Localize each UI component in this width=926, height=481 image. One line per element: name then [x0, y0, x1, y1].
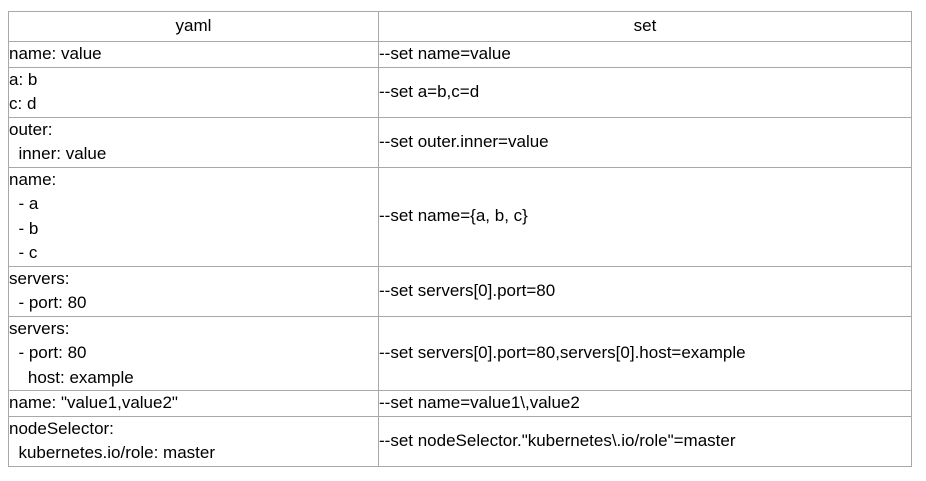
set-flag-text: --set name=value — [379, 44, 511, 63]
table-row: name: "value1,value2" --set name=value1\… — [8, 390, 912, 417]
table-row: nodeSelector: kubernetes.io/role: master… — [8, 415, 912, 467]
set-flag-text: --set servers[0].port=80,servers[0].host… — [379, 343, 746, 362]
set-cell: --set name=value1\,value2 — [378, 390, 912, 417]
set-cell: --set name=value — [378, 41, 912, 68]
set-flag-text: --set outer.inner=value — [379, 131, 549, 151]
yaml-cell: name: value — [8, 41, 379, 68]
yaml-set-comparison-table: yaml set name: value --set name=value a:… — [8, 11, 912, 467]
yaml-cell: name: - a - b - c — [8, 166, 379, 267]
yaml-code: a: b c: d — [9, 69, 38, 114]
column-header-set: set — [378, 11, 912, 42]
set-flag-text: --set name={a, b, c} — [379, 206, 528, 226]
yaml-code: nodeSelector: kubernetes.io/role: master — [9, 418, 215, 463]
set-flag-text: --set servers[0].port=80 — [379, 280, 556, 300]
yaml-cell: a: b c: d — [8, 66, 379, 118]
yaml-cell: nodeSelector: kubernetes.io/role: master — [8, 415, 379, 467]
table-body: name: value --set name=value a: b c: d -… — [8, 41, 912, 467]
yaml-cell: name: "value1,value2" — [8, 390, 379, 417]
yaml-set-comparison-table-wrapper: yaml set name: value --set name=value a:… — [8, 11, 912, 467]
column-header-yaml: yaml — [8, 11, 379, 42]
yaml-code: name: "value1,value2" — [9, 393, 178, 412]
table-header-row: yaml set — [8, 11, 912, 42]
set-cell: --set servers[0].port=80 — [378, 265, 912, 317]
yaml-code: outer: inner: value — [9, 119, 107, 164]
yaml-code: name: value — [9, 44, 102, 63]
set-cell: --set a=b,c=d — [378, 66, 912, 118]
yaml-code: servers: - port: 80 — [9, 268, 87, 313]
yaml-cell: outer: inner: value — [8, 116, 379, 168]
set-flag-text: --set name=value1\,value2 — [379, 393, 580, 412]
table-header: yaml set — [8, 11, 912, 42]
set-cell: --set servers[0].port=80,servers[0].host… — [378, 315, 912, 391]
table-row: servers: - port: 80 host: example --set … — [8, 315, 912, 391]
yaml-cell: servers: - port: 80 — [8, 265, 379, 317]
yaml-code: name: - a - b - c — [9, 169, 57, 263]
table-row: servers: - port: 80 --set servers[0].por… — [8, 265, 912, 317]
table-row: outer: inner: value --set outer.inner=va… — [8, 116, 912, 168]
set-cell: --set name={a, b, c} — [378, 166, 912, 267]
yaml-code: servers: - port: 80 host: example — [9, 318, 134, 387]
set-flag-text: --set a=b,c=d — [379, 81, 480, 101]
set-cell: --set nodeSelector."kubernetes\.io/role"… — [378, 415, 912, 467]
table-row: a: b c: d --set a=b,c=d — [8, 66, 912, 118]
yaml-cell: servers: - port: 80 host: example — [8, 315, 379, 391]
set-flag-text: --set nodeSelector."kubernetes\.io/role"… — [379, 430, 736, 450]
table-row: name: value --set name=value — [8, 41, 912, 68]
set-cell: --set outer.inner=value — [378, 116, 912, 168]
table-row: name: - a - b - c --set name={a, b, c} — [8, 166, 912, 267]
